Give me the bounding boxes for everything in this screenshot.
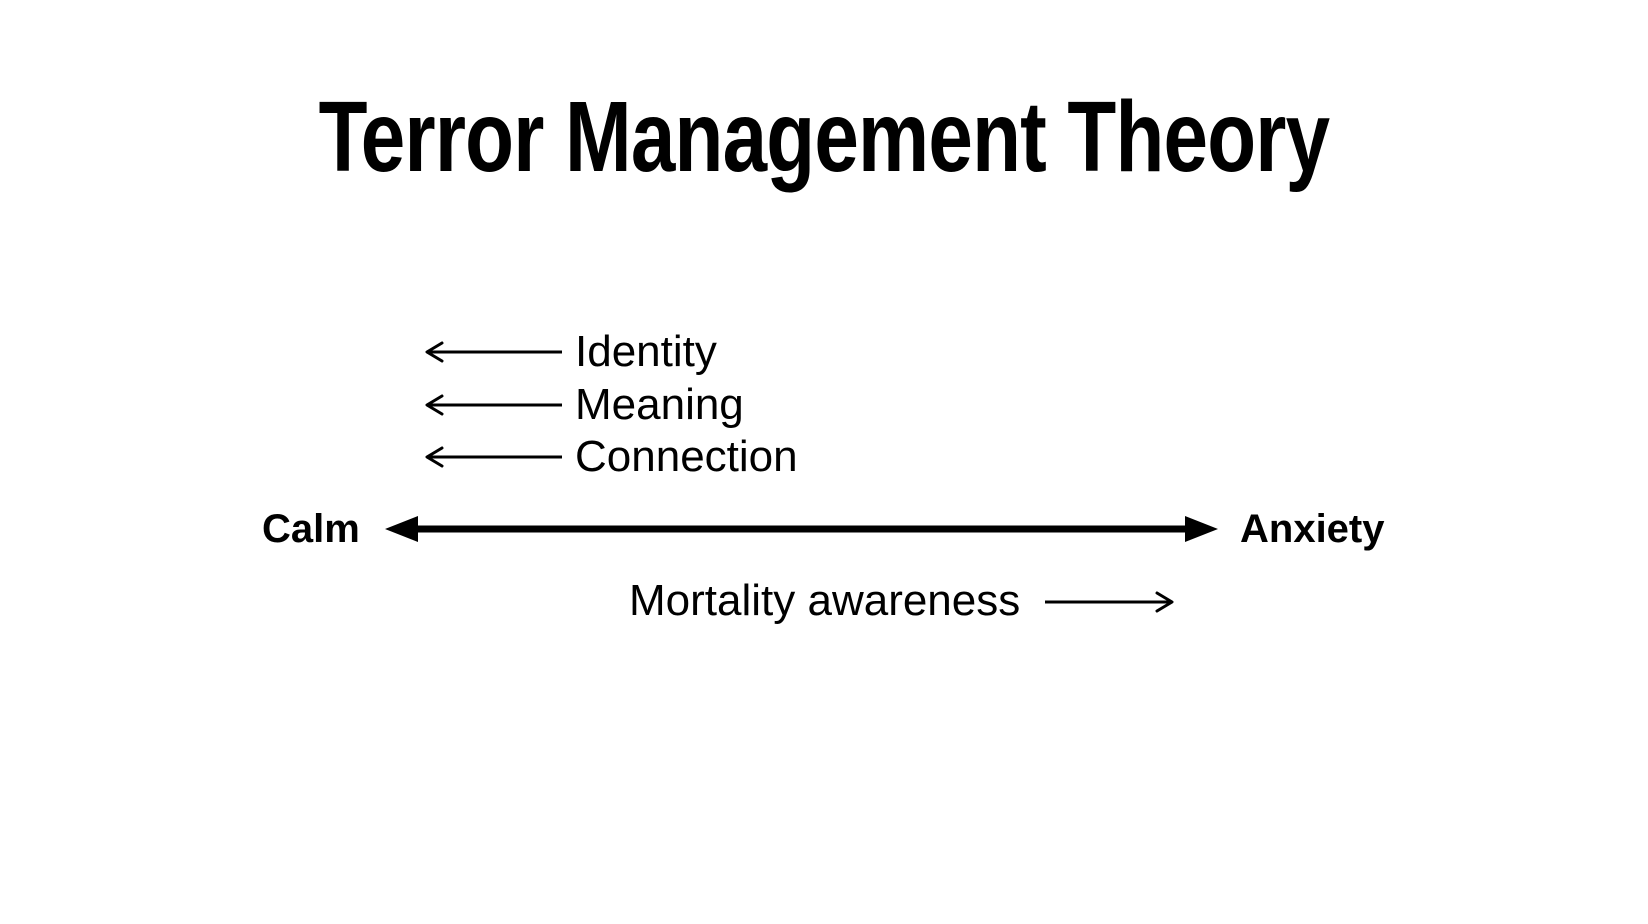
double-arrow-icon: [385, 511, 1218, 547]
buffer-row-meaning: Meaning: [421, 379, 798, 432]
slide-title: Terror Management Theory: [318, 81, 1330, 193]
left-arrow-icon: [421, 338, 563, 366]
right-arrow-icon: [1044, 588, 1178, 616]
axis-left-label: Calm: [262, 507, 360, 551]
axis-right-label: Anxiety: [1240, 507, 1385, 551]
buffer-label-connection: Connection: [575, 432, 798, 482]
left-arrow-icon: [421, 391, 563, 419]
buffer-label-meaning: Meaning: [575, 379, 744, 429]
mortality-awareness-label: Mortality awareness: [629, 576, 1021, 625]
buffer-label-identity: Identity: [575, 327, 717, 377]
left-arrow-icon: [421, 443, 563, 471]
anxiety-buffers-group: Identity Meaning Connection: [421, 326, 798, 484]
buffer-row-connection: Connection: [421, 431, 798, 484]
buffer-row-identity: Identity: [421, 326, 798, 379]
